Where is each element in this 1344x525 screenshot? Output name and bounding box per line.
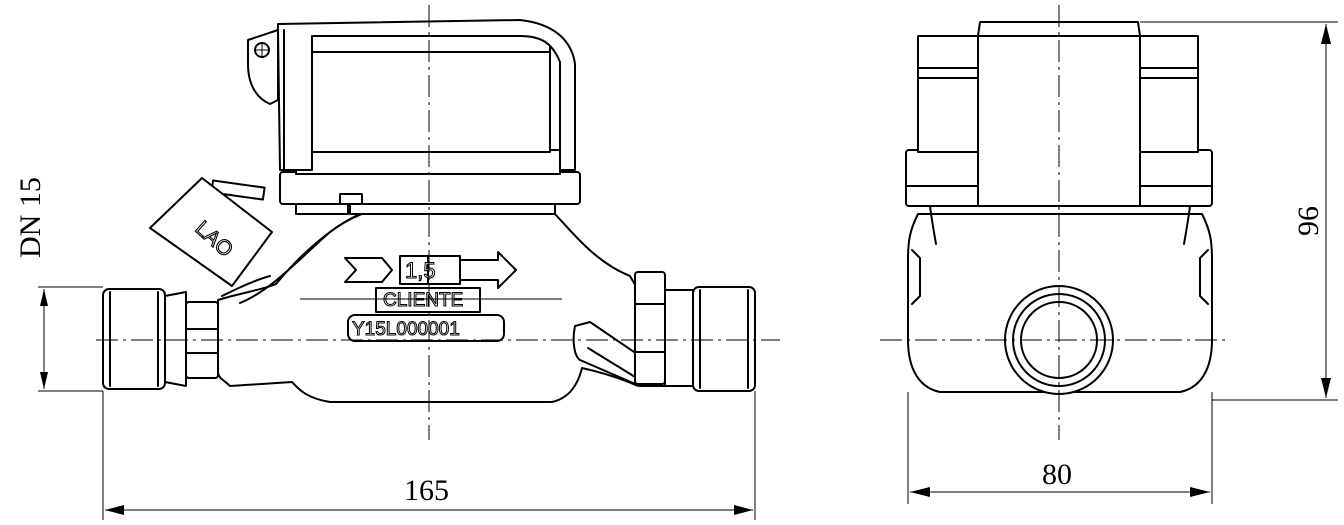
- lao-tag: LAO: [149, 177, 273, 287]
- flow-arrows: [344, 251, 517, 289]
- side-view: LAO 1,5 CLIENTE Y15L000001: [96, 5, 780, 440]
- left-connector: [102, 288, 187, 390]
- dimension-lines: [38, 21, 1338, 520]
- lid-hinge: [247, 29, 279, 105]
- dimension-length-label: 165: [404, 474, 449, 507]
- client-plate: [375, 287, 481, 313]
- front-view: [880, 5, 1230, 440]
- dimension-height-label: 96: [1292, 206, 1325, 236]
- serial-plate: [347, 314, 505, 342]
- dimension-dn-label: DN 15: [14, 177, 47, 258]
- rating-marking: 1,5: [405, 258, 436, 283]
- dimension-width-label: 80: [1042, 458, 1072, 491]
- register-base-ring: [279, 171, 581, 205]
- hinged-lid: [277, 19, 576, 171]
- client-marking: CLIENTE: [383, 290, 463, 311]
- register-dome: [311, 35, 551, 153]
- serial-marking: Y15L000001: [352, 319, 460, 340]
- right-connector: [692, 286, 756, 392]
- right-nut: [634, 271, 694, 387]
